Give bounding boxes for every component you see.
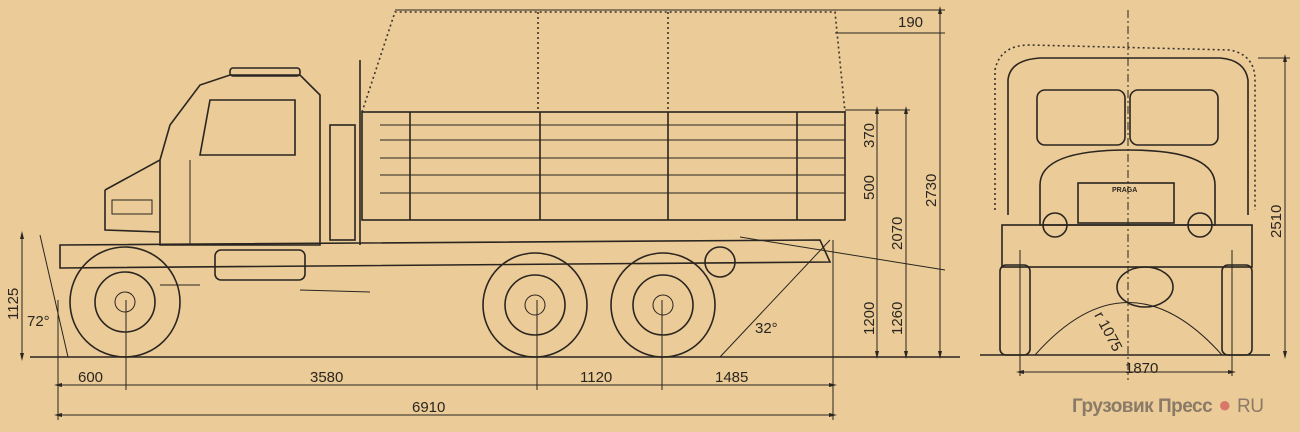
departure-angle-label: 32° (755, 320, 778, 337)
dim-side-upper: 370 (861, 123, 878, 148)
rear-wheel-2 (610, 252, 716, 358)
dim-front-overhang: 600 (78, 369, 103, 386)
cab (104, 67, 321, 246)
differential (1116, 266, 1174, 308)
length-dimensions: 600 3580 1120 1485 6910 (54, 240, 837, 420)
chassis-frame (59, 239, 832, 269)
dim-rear-overhang: 1485 (715, 369, 748, 386)
windshield-left (1036, 89, 1126, 146)
dim-wheelbase: 3580 (310, 369, 343, 386)
rear-wheel-1 (482, 252, 588, 358)
approach-angle-label: 72° (27, 313, 50, 330)
dim-overall-length: 6910 (412, 399, 445, 416)
windshield-right (1129, 89, 1219, 146)
watermark-name: Грузовик Пресс (1072, 396, 1213, 417)
front-wheel (69, 246, 181, 358)
cab-window (199, 99, 296, 156)
dim-side-lower: 500 (861, 175, 878, 200)
cargo-bed (329, 60, 846, 245)
front-view: PRAGA 2510 1870 r 1075 (980, 10, 1290, 380)
grille-logo: PRAGA (1112, 187, 1137, 194)
fuel-tank (214, 249, 306, 281)
side-view: 72° 32° 600 3580 1120 1485 6910 1125 190 (5, 6, 960, 420)
dim-tow-height: 1125 (5, 288, 22, 320)
height-dimensions: 1125 190 370 500 2070 1200 1260 2730 (5, 6, 945, 361)
front-tire-left (999, 264, 1031, 356)
watermark: Грузовик Пресс●RU (1072, 392, 1264, 418)
dim-track: 1870 (1125, 360, 1158, 377)
dim-frame-height: 1260 (889, 302, 906, 335)
grille (1077, 182, 1175, 224)
spare-wheel (704, 246, 736, 278)
watermark-suffix: RU (1236, 396, 1264, 417)
dim-axle-spacing: 1120 (580, 369, 612, 386)
bumper (1001, 224, 1253, 268)
tarp-outline (361, 11, 846, 113)
dim-bed-top-height: 2070 (889, 217, 906, 250)
dim-radius: r 1075 (1090, 309, 1125, 355)
dim-floor-height: 1200 (861, 302, 878, 335)
dim-overall-height: 2730 (923, 174, 940, 207)
watermark-dot-icon: ● (1218, 392, 1231, 417)
dim-front-height: 2510 (1268, 205, 1285, 238)
front-tire-right (1221, 264, 1253, 356)
dim-tarp-extra: 190 (898, 14, 923, 31)
